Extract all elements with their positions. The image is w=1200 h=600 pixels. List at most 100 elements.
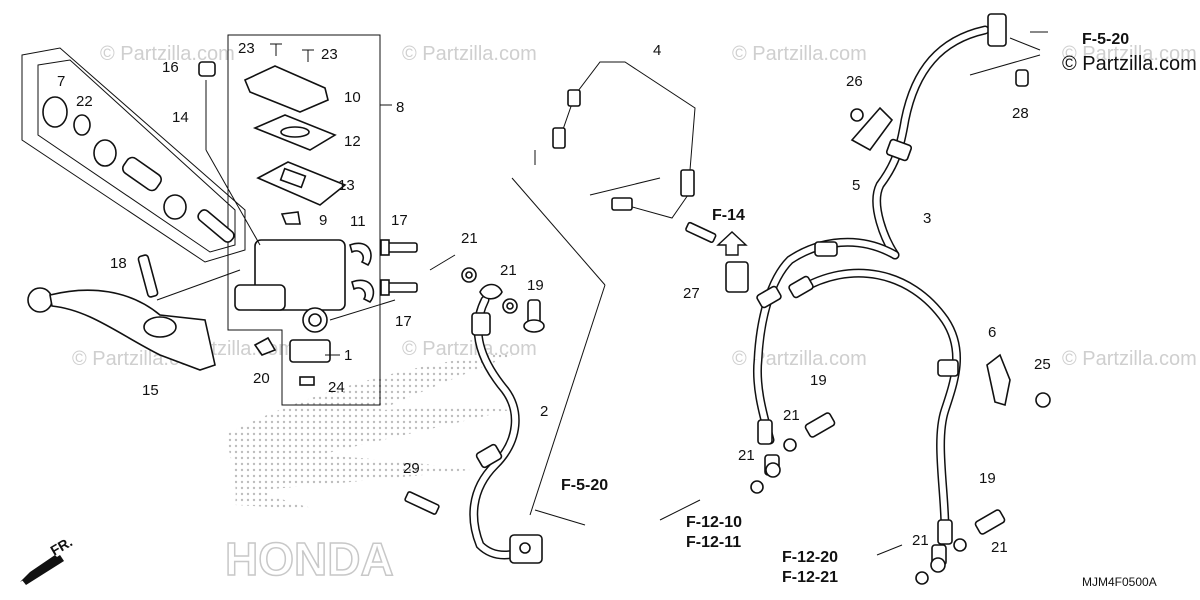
piston — [122, 156, 162, 192]
callout-7[interactable]: 7 — [57, 73, 65, 90]
holder-11 — [349, 242, 372, 267]
honda-brand-text: HONDA — [225, 533, 394, 585]
brake-pipe-4 — [552, 61, 696, 219]
callout-23[interactable]: 23 — [238, 40, 255, 57]
callout-29[interactable]: 29 — [403, 460, 420, 477]
callout-21[interactable]: 21 — [461, 230, 478, 247]
hose-fitting-top — [987, 13, 1007, 47]
guide-6 — [986, 353, 1011, 407]
callout-21[interactable]: 21 — [991, 539, 1008, 556]
seal — [93, 139, 117, 167]
callout-2[interactable]: 2 — [540, 403, 548, 420]
leader-lines-right — [659, 31, 1048, 556]
callout-14[interactable]: 14 — [172, 109, 189, 126]
callout-22[interactable]: 22 — [76, 93, 93, 110]
bolt-19 — [804, 412, 836, 438]
callout-4[interactable]: 4 — [653, 42, 661, 59]
pivot-bolt-18 — [137, 254, 159, 298]
watermark: © Partzilla.com — [732, 43, 867, 65]
callout-11[interactable]: 11 — [350, 213, 366, 230]
callout-10[interactable]: 10 — [344, 89, 361, 106]
clip-9 — [280, 211, 301, 225]
watermark: © Partzilla.com — [732, 348, 867, 370]
watermark: © Partzilla.com — [1062, 348, 1197, 370]
arrow-up-icon — [716, 231, 748, 256]
callout-17[interactable]: 17 — [391, 212, 408, 229]
watermark: © Partzilla.com — [100, 43, 235, 65]
callout-21[interactable]: 21 — [738, 447, 755, 464]
callout-24[interactable]: 24 — [328, 379, 345, 396]
ref-f-14[interactable]: F-14 — [712, 207, 745, 224]
callout-25[interactable]: 25 — [1034, 356, 1051, 373]
callout-5[interactable]: 5 — [852, 177, 860, 194]
stop-switch-1 — [289, 339, 331, 363]
diagram-code: MJM4F0500A — [1082, 575, 1157, 589]
center-washers — [461, 267, 545, 333]
piston-kit — [42, 96, 235, 243]
front-direction-indicator: FR. — [20, 533, 75, 585]
ref-f-5-20-top[interactable]: F-5-20 — [1082, 31, 1129, 48]
spring — [197, 209, 235, 243]
callout-8[interactable]: 8 — [396, 99, 404, 116]
callout-3[interactable]: 3 — [923, 210, 931, 227]
bracket-5 — [850, 106, 894, 152]
watermark: © Partzilla.com — [402, 338, 537, 360]
callout-16[interactable]: 16 — [162, 59, 179, 76]
callout-1[interactable]: 1 — [344, 347, 352, 364]
callout-26[interactable]: 26 — [846, 73, 863, 90]
callout-27[interactable]: 27 — [683, 285, 700, 302]
leader-lines-left — [156, 80, 456, 356]
boot-7 — [42, 96, 68, 128]
callout-15[interactable]: 15 — [142, 382, 159, 399]
master-cylinder — [198, 43, 375, 386]
ref-f-12-11[interactable]: F-12-11 — [686, 534, 741, 551]
callout-19[interactable]: 19 — [979, 470, 996, 487]
bolt-29 — [404, 491, 440, 515]
honda-wing-logo: HONDA — [224, 352, 520, 586]
callout-21[interactable]: 21 — [783, 407, 800, 424]
ref-f-12-10[interactable]: F-12-10 — [686, 514, 742, 531]
callout-28[interactable]: 28 — [1012, 105, 1029, 122]
copyright-label: © Partzilla.com — [1062, 53, 1197, 75]
ref-f-5-20[interactable]: F-5-20 — [561, 477, 608, 494]
brake-lever-15 — [27, 254, 216, 371]
callout-18[interactable]: 18 — [110, 255, 127, 272]
callout-17[interactable]: 17 — [395, 313, 412, 330]
cup — [163, 194, 187, 220]
frame-lines — [511, 150, 606, 526]
right-small-parts — [685, 69, 1051, 585]
screw-24 — [299, 376, 315, 386]
bolts-17 — [380, 239, 418, 296]
callout-19[interactable]: 19 — [527, 277, 544, 294]
bolt-26 — [850, 108, 864, 122]
reservoir-cap-10 — [243, 65, 329, 113]
bolt-28 — [1015, 69, 1029, 87]
callout-9[interactable]: 9 — [319, 212, 327, 229]
bolt-27 — [685, 221, 717, 244]
pivot-20 — [253, 336, 277, 356]
lever-mount — [234, 284, 286, 311]
callout-19[interactable]: 19 — [810, 372, 827, 389]
callout-6[interactable]: 6 — [988, 324, 996, 341]
figure-references: F-5-20 F-5-20 F-14 F-12-10 F-12-11 F-12-… — [561, 31, 1129, 586]
watermark: © Partzilla.com — [1062, 43, 1197, 65]
bolt-16 — [198, 61, 216, 77]
callout-13[interactable]: 13 — [338, 177, 355, 194]
watermark: © Partzilla.com — [402, 43, 537, 65]
callout-numbers: 1 2 3 4 5 6 7 8 9 10 11 12 13 14 15 16 1… — [57, 40, 1051, 556]
callout-21[interactable]: 21 — [500, 262, 517, 279]
callout-21[interactable]: 21 — [912, 532, 929, 549]
assembly-outline-14 — [21, 34, 381, 406]
ref-f-12-20[interactable]: F-12-20 — [782, 549, 838, 566]
front-label: FR. — [48, 533, 76, 558]
nut-25 — [1035, 392, 1051, 408]
circlip-22 — [73, 114, 91, 136]
ref-f-12-21[interactable]: F-12-21 — [782, 569, 838, 586]
brake-hose-3 — [752, 13, 1007, 566]
callout-12[interactable]: 12 — [344, 133, 361, 150]
clamp-f14 — [725, 261, 749, 293]
callout-23[interactable]: 23 — [321, 46, 338, 63]
brake-hose-2 — [469, 283, 543, 564]
callout-20[interactable]: 20 — [253, 370, 270, 387]
